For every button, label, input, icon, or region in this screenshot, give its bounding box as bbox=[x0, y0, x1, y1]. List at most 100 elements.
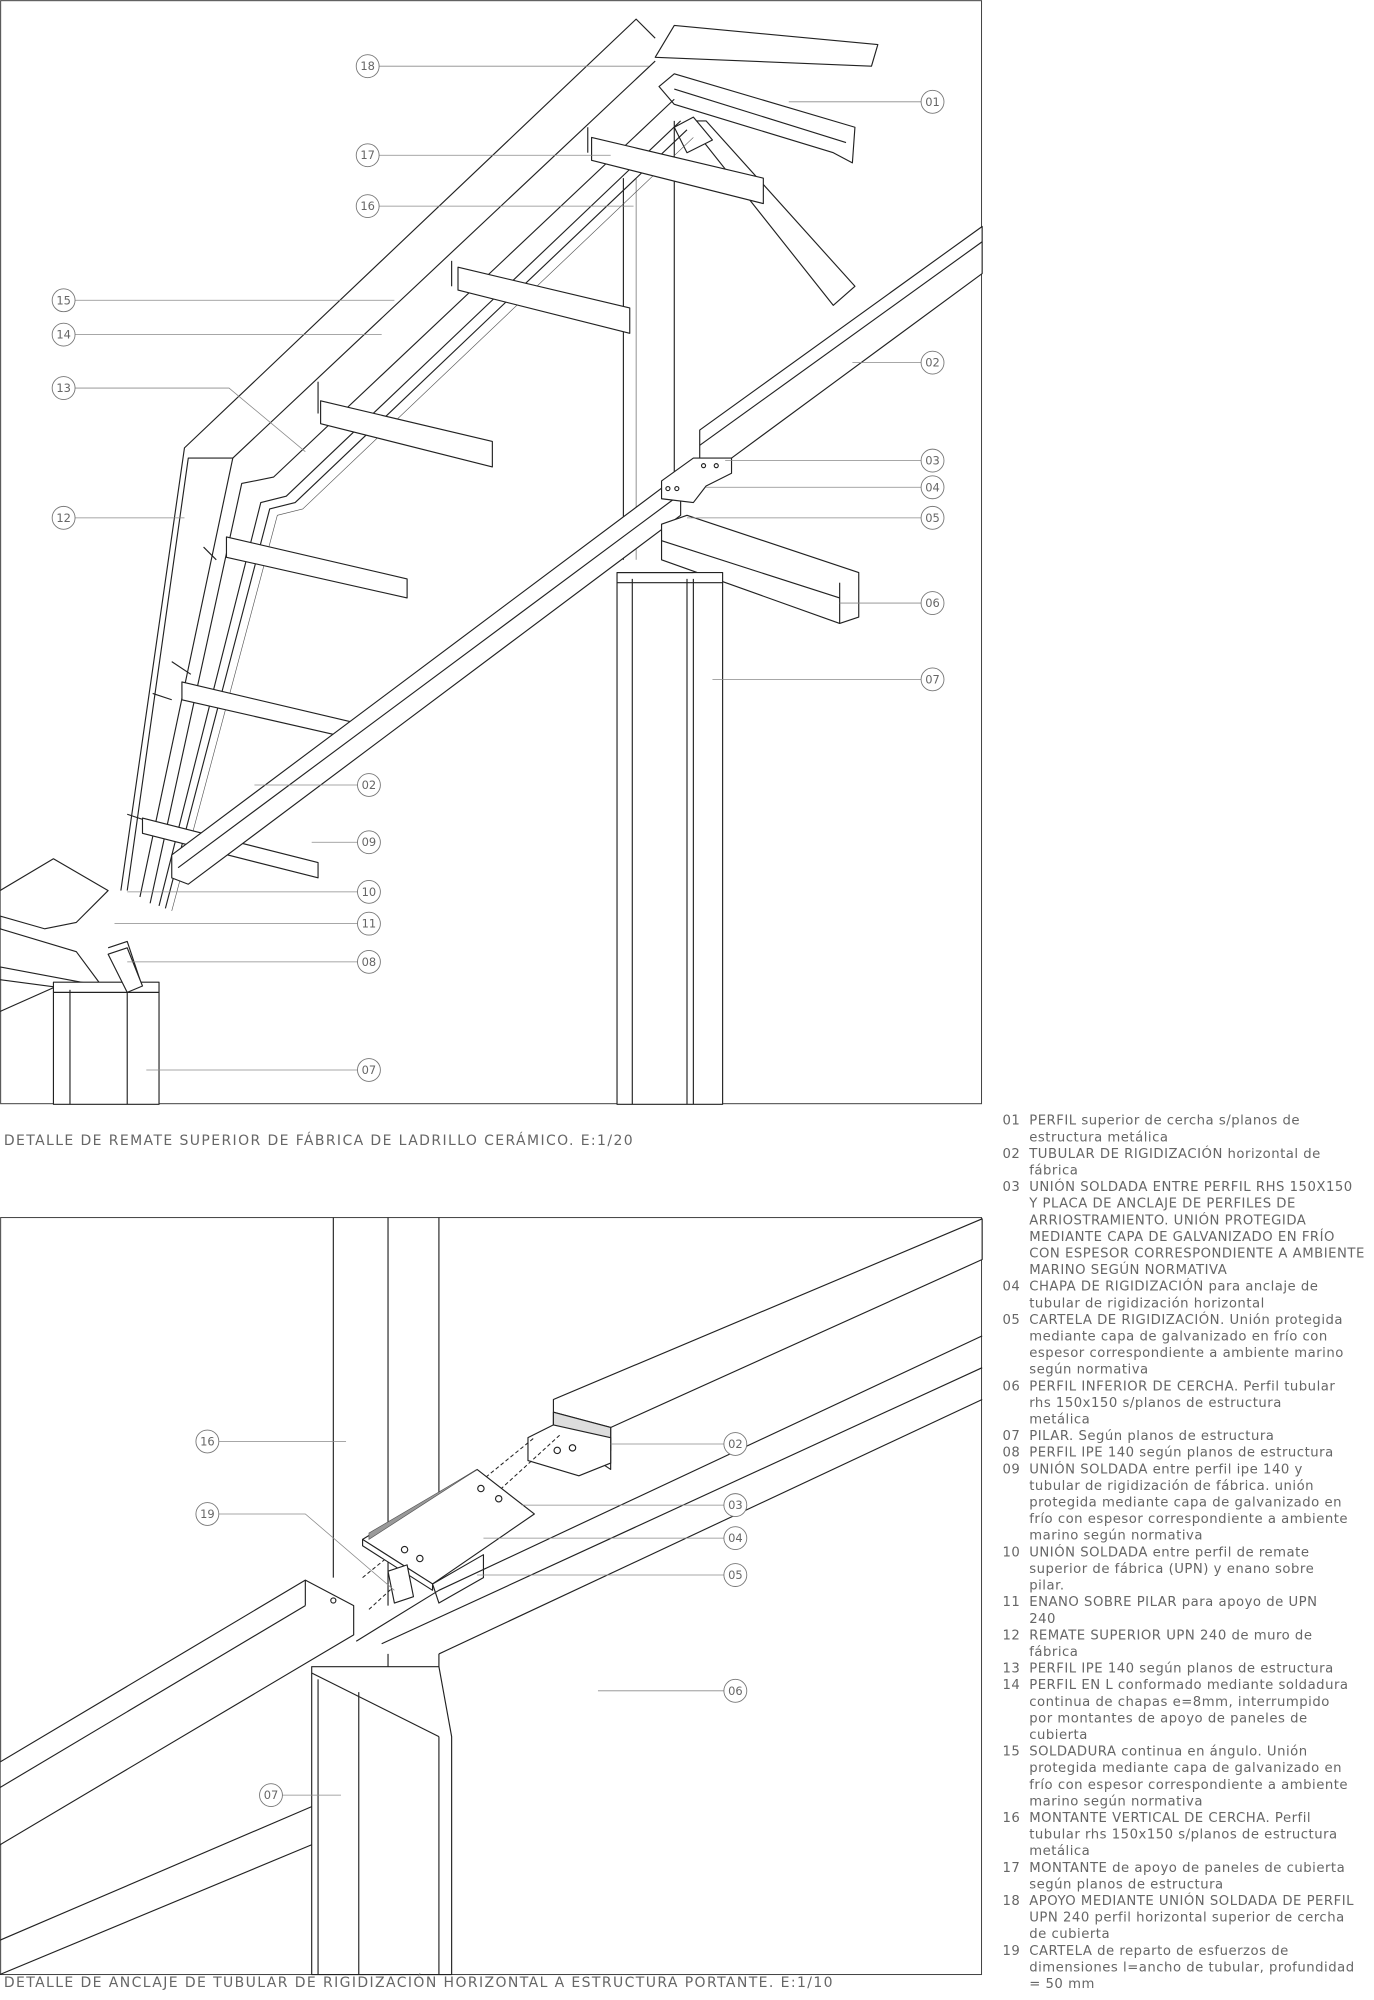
callout-circle bbox=[723, 1563, 748, 1587]
callout-number: 06 bbox=[925, 596, 940, 610]
callout-number: 17 bbox=[360, 148, 375, 162]
callout-circle bbox=[51, 322, 76, 347]
callout-number: 02 bbox=[925, 356, 940, 370]
top-detail-frame bbox=[0, 0, 983, 1105]
ipe-upper-profile bbox=[658, 73, 856, 164]
callout-05: 05 bbox=[687, 505, 945, 530]
callout-05: 05 bbox=[477, 1563, 748, 1587]
bottom-detail-frame bbox=[0, 1217, 983, 1976]
callout-circle bbox=[259, 1783, 283, 1808]
callout-01: 01 bbox=[788, 89, 945, 114]
callout-circle bbox=[355, 143, 380, 168]
callout-number: 15 bbox=[56, 293, 71, 307]
legend-text-line: APOYO MEDIANTE UNIÓN SOLDADA DE PERFIL bbox=[1029, 1891, 1354, 1909]
legend-text-line: PERFIL INFERIOR DE CERCHA. Perfil tubula… bbox=[1029, 1379, 1335, 1394]
callout-10: 10 bbox=[127, 879, 381, 904]
legend-text-line: MARINO SEGÚN NORMATIVA bbox=[1029, 1260, 1227, 1278]
callout-12: 12 bbox=[51, 505, 185, 530]
legend-text-line: ENANO SOBRE PILAR para apoyo de UPN bbox=[1029, 1595, 1317, 1610]
callout-number: 05 bbox=[925, 511, 940, 525]
callout-07: 07 bbox=[259, 1783, 341, 1808]
legend-text-line: PERFIL IPE 140 según planos de estructur… bbox=[1029, 1445, 1334, 1461]
callout-circle bbox=[195, 1502, 220, 1526]
diagonal-brace bbox=[686, 120, 856, 306]
callout-number: 16 bbox=[200, 1434, 215, 1448]
tube-end-plate bbox=[527, 1424, 612, 1477]
callout-circle bbox=[357, 911, 381, 936]
callout-circle bbox=[357, 879, 381, 904]
callout-circle bbox=[195, 1429, 220, 1454]
callout-13: 13 bbox=[51, 376, 306, 452]
stiffening-tube-lower bbox=[0, 1579, 355, 1846]
callout-number: 07 bbox=[925, 672, 940, 686]
legend-number: 14 bbox=[1003, 1678, 1021, 1693]
legend-number: 15 bbox=[1003, 1745, 1021, 1760]
legend-text-line: MEDIANTE CAPA DE GALVANIZADO EN FRÍO bbox=[1029, 1228, 1335, 1245]
callout-number: 13 bbox=[56, 381, 71, 395]
callout-number: 14 bbox=[56, 328, 71, 342]
column-bottom bbox=[0, 1666, 453, 1976]
callout-circle bbox=[920, 505, 945, 530]
callout-02: 02 bbox=[610, 1432, 748, 1456]
callout-circle bbox=[723, 1493, 748, 1517]
callout-number: 03 bbox=[925, 454, 940, 468]
legend-number: 19 bbox=[1003, 1944, 1021, 1959]
legend-text-line: estructura metálica bbox=[1029, 1129, 1168, 1145]
callout-18: 18 bbox=[355, 54, 649, 79]
callout-number: 02 bbox=[362, 778, 377, 792]
callout-07: 07 bbox=[146, 1058, 381, 1082]
column-right bbox=[616, 571, 724, 1105]
legend-text-line: PERFIL IPE 140 según planos de estructur… bbox=[1029, 1661, 1334, 1677]
legend-number: 11 bbox=[1003, 1595, 1021, 1610]
legend-number: 02 bbox=[1003, 1147, 1021, 1162]
legend-text-line: 240 bbox=[1029, 1612, 1056, 1627]
callout-03: 03 bbox=[725, 448, 945, 473]
callout-04: 04 bbox=[483, 1526, 748, 1551]
callout-number: 06 bbox=[728, 1684, 743, 1698]
legend-number: 17 bbox=[1003, 1861, 1021, 1876]
callout-06: 06 bbox=[597, 1678, 748, 1703]
legend-text-line: PILAR. Según planos de estructura bbox=[1029, 1428, 1274, 1444]
legend-text-line: metálica bbox=[1029, 1412, 1090, 1428]
leader-line bbox=[75, 387, 306, 452]
legend-item-04: 04 CHAPA DE RIGIDIZACIÓN para anclaje det… bbox=[1003, 1277, 1318, 1312]
callout-19: 19 bbox=[195, 1502, 395, 1591]
legend-text-line: tubular de rigidización horizontal bbox=[1029, 1295, 1265, 1311]
legend-text-line: UPN 240 perfil horizontal superior de ce… bbox=[1029, 1911, 1344, 1926]
callout-circle bbox=[51, 376, 76, 400]
callout-14: 14 bbox=[51, 322, 382, 347]
callout-11: 11 bbox=[114, 911, 381, 936]
legend-text-line: SOLDADURA continua en ángulo. Unión bbox=[1029, 1744, 1307, 1760]
bottom-detail-drawing: 16 19 02 03 04 05 06 07 bbox=[0, 1217, 983, 1976]
legend-item-11: 11 ENANO SOBRE PILAR para apoyo de UPN 240 bbox=[1003, 1595, 1318, 1627]
legend-number: 04 bbox=[1003, 1280, 1021, 1295]
legend-text-line: marino según normativa bbox=[1029, 1528, 1203, 1544]
legend-text-line: ARRIOSTRAMIENTO. UNIÓN PROTEGIDA bbox=[1029, 1210, 1306, 1228]
callout-number: 08 bbox=[362, 955, 377, 969]
legend-text-line: metálica bbox=[1029, 1843, 1090, 1859]
callout-number: 03 bbox=[728, 1498, 743, 1512]
legend-text-line: pilar. bbox=[1029, 1579, 1064, 1594]
legend-text-line: UNIÓN SOLDADA entre perfil ipe 140 y bbox=[1029, 1459, 1303, 1477]
legend-number: 12 bbox=[1003, 1628, 1021, 1643]
legend-text-line: cubierta bbox=[1029, 1728, 1088, 1743]
legend-text-line: CHAPA DE RIGIDIZACIÓN para anclaje de bbox=[1029, 1277, 1318, 1295]
lower-truss-profile bbox=[660, 514, 860, 624]
callout-circle bbox=[51, 505, 76, 530]
legend-text-line: protegida mediante capa de galvanizado e… bbox=[1029, 1761, 1342, 1776]
callout-number: 04 bbox=[728, 1531, 743, 1545]
legend-text-line: de cubierta bbox=[1029, 1927, 1110, 1942]
horizontal-stiffening-tube bbox=[552, 1218, 983, 1471]
callout-circle bbox=[920, 448, 945, 473]
legend-number: 05 bbox=[1003, 1313, 1021, 1328]
legend-text-line: según normativa bbox=[1029, 1362, 1148, 1378]
legend-number: 18 bbox=[1003, 1894, 1021, 1909]
anchor-plate bbox=[362, 1468, 535, 1604]
legend-item-15: 15 SOLDADURA continua en ángulo. Uniónpro… bbox=[1003, 1744, 1348, 1810]
